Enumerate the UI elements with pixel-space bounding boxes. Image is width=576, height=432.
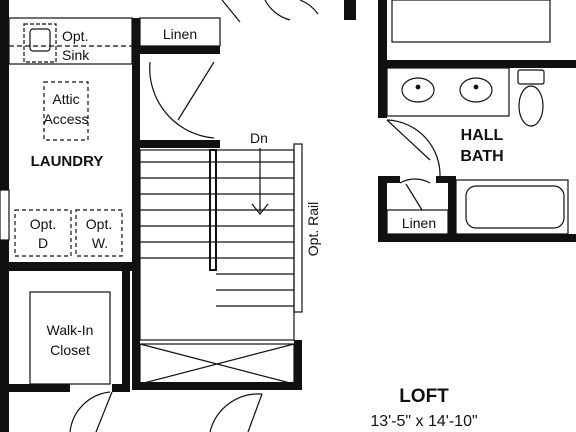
vanity-counter: [386, 67, 510, 117]
wall-stair-left: [132, 148, 140, 388]
laundry-label: LAUNDRY: [31, 153, 104, 170]
wall-bath-top: [378, 60, 576, 68]
stairs-down-label: Dn: [250, 130, 268, 146]
landing-x-2: [139, 343, 295, 385]
wall-closet-right: [122, 271, 130, 389]
stair-landing: [139, 343, 295, 385]
wall-left-outer: [0, 0, 9, 190]
stair-arrow-icon: [251, 203, 269, 215]
washer-label-1: Opt.: [86, 216, 112, 232]
wall-laundry-bottom: [0, 262, 140, 271]
closet-door-upper: [221, 0, 241, 23]
loft-door-leaf: [247, 393, 263, 432]
bath-door-swing: [386, 119, 441, 177]
laundry-counter: [8, 17, 133, 65]
opt-sink-basin: [23, 23, 57, 63]
wall-bath-left-upper: [378, 0, 387, 118]
bath-linen-label: Linen: [402, 215, 436, 231]
hall-bath-label-2: BATH: [460, 148, 503, 165]
walkin-door-swing: [69, 391, 111, 432]
dryer-box: [14, 209, 72, 257]
bath-linen-closet: [386, 209, 449, 235]
wall-laundry-top-right: [132, 46, 220, 54]
laundry-door-leaf: [177, 61, 215, 121]
walkin-label-1: Walk-In: [47, 322, 94, 338]
bathtub: [455, 179, 569, 235]
attic-label-2: Access: [43, 111, 88, 127]
wall-left-outer-lower: [0, 240, 9, 432]
attic-label-1: Attic: [52, 91, 79, 107]
opt-sink-inner: [29, 28, 51, 52]
linen-top-label: Linen: [163, 26, 197, 42]
sink-right: [459, 77, 493, 103]
opt-sink-label-2: Sink: [62, 47, 90, 63]
wall-bath-bottom: [378, 234, 576, 242]
sink-left: [401, 77, 435, 103]
bathtub-inner: [465, 185, 565, 229]
wall-bath-linen-right: [448, 176, 456, 238]
walkin-label-2: Closet: [50, 342, 90, 358]
stair-center-rail: [209, 149, 217, 271]
walkin-shelf: [29, 291, 111, 385]
loft-door-swing: [209, 393, 263, 432]
wall-stair-top: [132, 140, 220, 148]
wall-closet-bottom: [0, 384, 70, 392]
wall-bath-linen-top: [378, 176, 400, 183]
wall-bath-left-lower: [378, 176, 387, 242]
laundry-window: [0, 189, 10, 241]
walkin-door-leaf: [95, 391, 113, 432]
loft-dimensions: 13'-5" x 14'-10": [370, 413, 477, 430]
attic-access-hatch: [43, 81, 89, 141]
toilet-tank: [517, 69, 545, 85]
loft-label: LOFT: [399, 386, 449, 407]
opt-sink-label-1: Opt.: [62, 28, 88, 44]
bath-linen-door-swing: [399, 178, 431, 184]
wall-bath-linen-top-right: [436, 176, 456, 183]
dryer-label-2: D: [38, 235, 48, 251]
closet-arc-upper-2: [299, 0, 319, 15]
washer-label-2: W.: [92, 235, 108, 251]
bath-door-leaf: [386, 119, 431, 161]
tub-top-right: [391, 0, 551, 43]
opt-rail: [293, 143, 303, 313]
laundry-door-swing: [149, 61, 215, 139]
wall-closet-bottom-right: [112, 384, 130, 392]
wall-top-center: [344, 0, 356, 20]
room-labels: Opt. Sink Linen Attic Access LAUNDRY Opt…: [30, 26, 504, 430]
wall-stair-right: [294, 340, 302, 390]
dryer-label-1: Opt.: [30, 216, 56, 232]
toilet-bowl: [518, 85, 544, 127]
linen-top-closet: [139, 17, 221, 47]
closet-arc-upper: [264, 0, 291, 21]
hall-bath-label-1: HALL: [461, 127, 504, 144]
bath-linen-leaf: [405, 183, 423, 211]
washer-box: [75, 209, 123, 257]
opt-rail-label: Opt. Rail: [305, 202, 321, 256]
wall-laundry-right: [132, 18, 140, 140]
wall-stair-bottom: [132, 382, 302, 390]
